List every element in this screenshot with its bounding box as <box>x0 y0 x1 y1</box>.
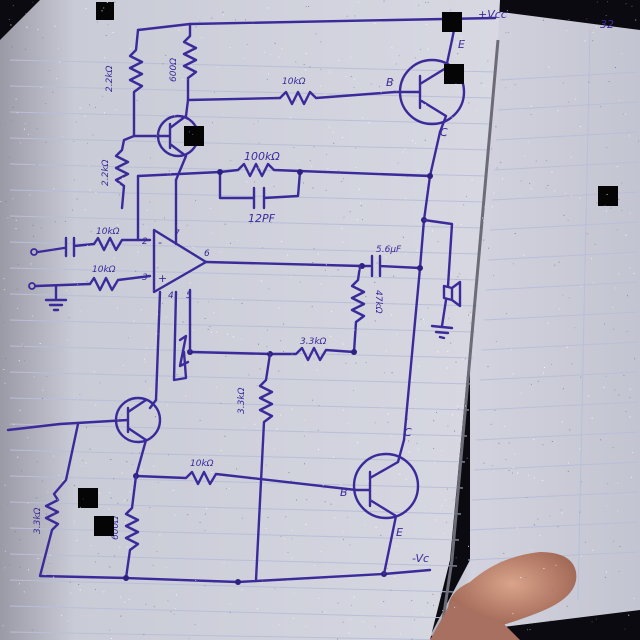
op-amp-plus: + <box>158 272 167 285</box>
resistor-2k2-top-label: 2.2kΩ <box>105 65 115 92</box>
pin-2-label: 2 <box>142 237 148 247</box>
redaction-block <box>78 488 98 508</box>
resistor-2k2-top <box>128 28 144 120</box>
capacitor-5u6-label: 5.6μF <box>376 245 402 255</box>
vee-rail-wire <box>124 568 432 584</box>
capacitor-12pf-label: 12PF <box>248 212 276 225</box>
resistor-3k3-vert-label: 3.3kΩ <box>237 387 247 414</box>
pin-e-bottom: E <box>396 526 403 539</box>
pin-b-top: B <box>386 76 394 89</box>
resistor-10k-base-bottom <box>134 470 358 492</box>
resistor-10k-base-bot-label: 10kΩ <box>190 459 214 469</box>
pin-4-label: 4 <box>168 291 174 301</box>
resistor-100k-feedback <box>218 162 432 178</box>
pin-6-label: 6 <box>204 249 210 259</box>
speaker-icon <box>422 218 462 308</box>
resistor-2k2-left-label: 2.2kΩ <box>101 159 111 186</box>
resistor-3k3-mid-label: 3.3kΩ <box>300 337 327 347</box>
pin-c-top: C <box>440 126 448 139</box>
capacitor-5u6 <box>204 254 422 278</box>
resistor-600-top-label: 600Ω <box>169 58 179 82</box>
resistor-2k2-left <box>114 134 136 210</box>
vcc-label: +Vcc <box>478 8 507 21</box>
resistor-600-top <box>182 22 198 102</box>
pin-3-label: 3 <box>142 273 148 283</box>
capacitor-12pf <box>218 170 302 210</box>
schematic: +Vcc 2.2kΩ 600Ω 10kΩ B E C 2.2kΩ 100kΩ 1… <box>6 8 614 585</box>
resistor-600-bot-label: 600Ω <box>111 516 121 540</box>
resistor-10k-base-top-label: 10kΩ <box>282 77 306 87</box>
resistor-100k-label: 100kΩ <box>244 150 280 163</box>
pin-c-bottom: C <box>404 426 412 439</box>
resistor-3k3-vertical <box>254 352 274 582</box>
op-amp <box>152 228 208 294</box>
resistor-10k-input1 <box>92 236 152 252</box>
resistor-10k-in1-label: 10kΩ <box>96 227 120 237</box>
ground-input <box>44 284 68 312</box>
resistor-600-bottom <box>124 474 140 580</box>
ground-speaker <box>430 298 454 340</box>
vee-label: -Vc <box>412 552 429 565</box>
resistor-3k3-left-label: 3.3kΩ <box>33 507 43 534</box>
pin-e-top: E <box>458 38 465 51</box>
pin-b-bottom: B <box>340 486 348 499</box>
resistor-3k3-left <box>38 422 128 580</box>
resistor-10k-in2-label: 10kΩ <box>92 265 116 275</box>
power-transistor-bottom <box>352 452 420 520</box>
trimmer <box>172 290 190 382</box>
resistor-10k-input2 <box>88 274 152 292</box>
redaction-block <box>444 64 464 84</box>
resistor-10k-base-top <box>278 90 397 106</box>
redaction-block <box>442 12 462 32</box>
resistor-47k-label: 47kΩ <box>373 290 383 314</box>
page-corner-mark: 32 <box>600 18 614 31</box>
resistor-3k3-mid <box>188 346 356 362</box>
redaction-block <box>184 126 204 146</box>
hand <box>430 600 520 640</box>
op-amp-minus: - <box>158 236 162 249</box>
resistor-47k <box>350 264 366 354</box>
thumb <box>448 552 577 632</box>
redaction-block <box>96 2 114 20</box>
redaction-block <box>94 516 114 536</box>
redaction-block <box>598 186 618 206</box>
